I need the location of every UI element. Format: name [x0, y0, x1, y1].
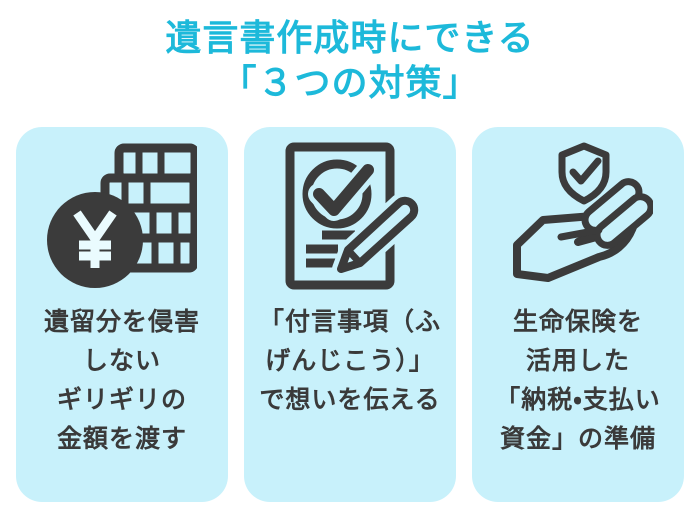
card-text-line: 金額を渡す: [56, 425, 187, 453]
card-text-line: 活用した: [525, 347, 630, 375]
card-text-line: 生命保険を: [512, 308, 643, 336]
card-letter-of-wishes: 「付言事項（ふ げんじこう）」 で想いを伝える: [244, 127, 456, 502]
document-check-pencil-icon: [275, 142, 425, 292]
page-title: 遺言書作成時にできる 「３つの対策」: [0, 0, 700, 105]
card-text: 遺留分を侵害 しない ギリギリの 金額を渡す: [44, 303, 200, 459]
yen-coins-icon: [47, 142, 197, 292]
card-text-line: 資金」の準備: [499, 425, 656, 453]
card-remaining-portion: 遺留分を侵害 しない ギリギリの 金額を渡す: [16, 127, 228, 502]
card-text-line: げんじこう）」: [265, 347, 435, 375]
card-text-line: ギリギリの: [56, 386, 187, 414]
card-life-insurance: 生命保険を 活用した 「納税・支払い 資金」の準備: [472, 127, 684, 502]
card-text-line: で想いを伝える: [259, 386, 441, 414]
cards-row: 遺留分を侵害 しない ギリギリの 金額を渡す: [0, 127, 700, 502]
card-text-line: 「付言事項（ふ: [258, 308, 441, 336]
hand-shield-icon: [503, 142, 653, 292]
card-text: 「付言事項（ふ げんじこう）」 で想いを伝える: [259, 303, 441, 420]
page-title-line2: 「３つの対策」: [220, 62, 480, 103]
card-text-line: 「納税・支払い: [495, 386, 661, 414]
page-title-line1: 遺言書作成時にできる: [165, 17, 535, 58]
card-text-line: しない: [82, 347, 161, 375]
card-text-line: 遺留分を侵害: [43, 308, 200, 336]
card-text: 生命保険を 活用した 「納税・支払い 資金」の準備: [495, 303, 661, 459]
